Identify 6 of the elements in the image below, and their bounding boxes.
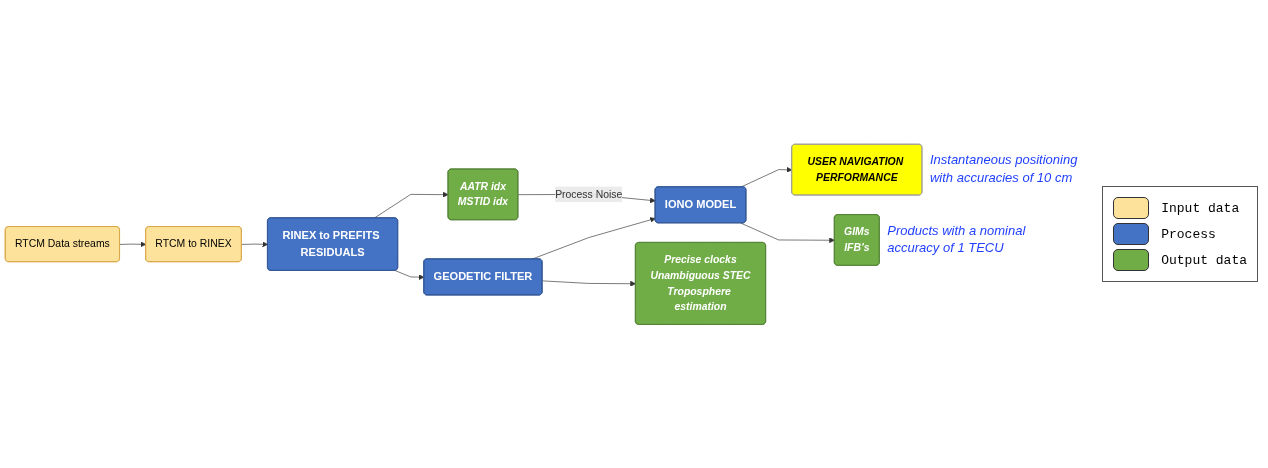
legend-label: Process bbox=[1161, 226, 1216, 242]
legend-label: Output data bbox=[1161, 252, 1247, 268]
edge-label: Process Noise bbox=[555, 188, 623, 200]
side-note: Products with a nominal accuracy of 1 TECU bbox=[887, 222, 1027, 258]
side-note: Instantaneous positioning with accuracies of 10 cm bbox=[929, 151, 1079, 187]
legend-label: Input data bbox=[1161, 200, 1240, 216]
